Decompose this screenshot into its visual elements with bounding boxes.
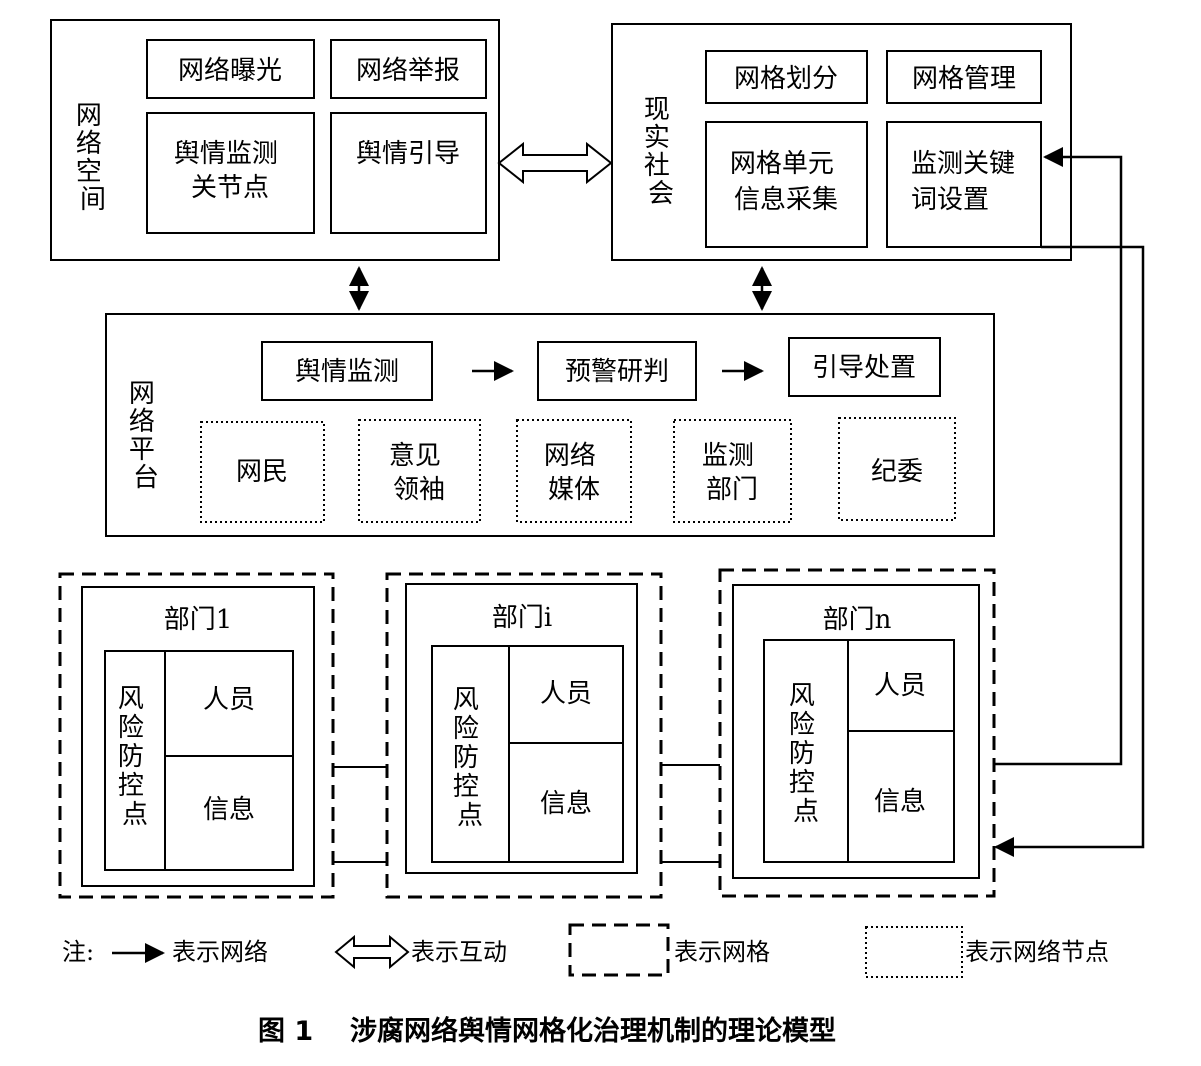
grid-unit-label: 网格单元 信息采集 — [730, 149, 842, 215]
caption-title: 涉腐网络舆情网格化治理机制的理论模型 — [350, 1015, 836, 1047]
real-society-label: 现 实 社 会 — [644, 95, 678, 209]
department-1-info: 信息 — [203, 795, 255, 825]
department-i-grid: 部门i 风 险 防 控 点 人员 信息 — [385, 572, 663, 899]
department-n-info: 信息 — [874, 787, 926, 817]
figure-caption: 图 1 涉腐网络舆情网格化治理机制的理论模型 — [258, 1015, 836, 1047]
network-space-box: 网 络 空 间 网络曝光 网络举报 舆情监测 关节点 舆情引导 — [50, 19, 500, 261]
department-1-grid: 部门1 风 险 防 控 点 人员 信息 — [58, 572, 335, 899]
department-1-risk-label: 风 险 防 控 点 — [118, 684, 152, 830]
keyword-setting-label: 监测关键 词设置 — [911, 149, 1023, 215]
legend-dotted-label: 表示网络节点 — [965, 938, 1109, 966]
node-netizen: 网民 — [236, 457, 288, 487]
legend-dashed-box-icon — [568, 923, 670, 977]
grid-division-label: 网格划分 — [734, 64, 838, 94]
caption-number: 图 1 — [258, 1016, 313, 1047]
department-1-personnel: 人员 — [203, 685, 255, 715]
node-discipline-commission: 纪委 — [871, 457, 923, 487]
network-platform-box: 网 络 平 台 舆情监测 预警研判 引导处置 网民 意见 领袖 网络 媒体 监测… — [105, 313, 995, 537]
flow-warning-label: 预警研判 — [565, 357, 669, 387]
legend-arrow-label: 表示网络 — [172, 938, 268, 966]
legend-double-arrow-icon — [334, 934, 410, 970]
grid-management-label: 网格管理 — [912, 64, 1016, 94]
department-n-personnel: 人员 — [874, 671, 926, 701]
department-n-risk-label: 风 险 防 控 点 — [789, 681, 823, 827]
node-monitor-dept: 监测 部门 — [702, 441, 762, 505]
network-platform-label: 网 络 平 台 — [129, 379, 163, 493]
interaction-double-arrow — [497, 141, 613, 185]
department-i-title: 部门i — [492, 603, 552, 633]
legend-dotted-box-icon — [865, 926, 963, 978]
department-n-title: 部门n — [823, 605, 892, 635]
department-i-risk-label: 风 险 防 控 点 — [453, 685, 487, 831]
legend-dashed-label: 表示网格 — [674, 938, 770, 966]
legend-note: 注: — [62, 938, 94, 966]
network-exposure-label: 网络曝光 — [178, 56, 282, 86]
node-network-media: 网络 媒体 — [544, 441, 604, 505]
department-n-grid: 部门n 风 险 防 控 点 人员 信息 — [718, 568, 996, 898]
department-connectors — [333, 764, 720, 863]
legend-double-arrow-label: 表示互动 — [411, 938, 507, 966]
department-i-personnel: 人员 — [540, 679, 592, 709]
real-society-box: 现 实 社 会 网格划分 网格管理 网格单元 信息采集 监测关键 词设置 — [611, 23, 1072, 261]
feedback-loop-arrows — [994, 147, 1145, 857]
network-space-label: 网 络 空 间 — [76, 101, 110, 215]
flow-monitor-label: 舆情监测 — [295, 357, 399, 387]
node-opinion-leader: 意见 领袖 — [389, 441, 449, 505]
network-report-label: 网络举报 — [356, 56, 460, 86]
department-i-info: 信息 — [540, 789, 592, 819]
opinion-guidance-label: 舆情引导 — [356, 139, 460, 169]
department-1-title: 部门1 — [164, 605, 233, 635]
monitor-node-label: 舆情监测 关节点 — [174, 139, 286, 203]
flow-disposal-label: 引导处置 — [812, 353, 916, 383]
legend: 注: 表示网络 表示互动 表示网格 表示网络节点 — [62, 923, 1109, 978]
